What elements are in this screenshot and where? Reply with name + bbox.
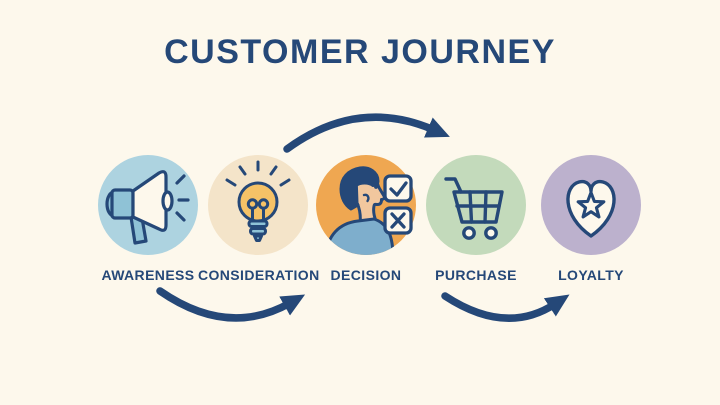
stage-label-consideration: CONSIDERATION xyxy=(198,267,320,283)
person-checklist-icon xyxy=(324,166,413,255)
decision-circle xyxy=(316,155,416,255)
lightbulb-icon xyxy=(225,160,291,242)
purchase-circle xyxy=(426,155,526,255)
stage-label-awareness: AWARENESS xyxy=(101,267,195,283)
page-title: CUSTOMER JOURNEY xyxy=(164,33,556,71)
stage-label-loyalty: LOYALTY xyxy=(558,267,624,283)
stage-label-purchase: PURCHASE xyxy=(435,267,517,283)
stage-purchase: PURCHASE xyxy=(416,155,536,283)
stage-awareness: AWARENESS xyxy=(88,155,208,283)
stage-consideration: CONSIDERATION xyxy=(198,155,320,283)
shopping-cart-icon xyxy=(444,177,504,240)
awareness-circle xyxy=(98,155,198,255)
megaphone-icon xyxy=(105,170,190,245)
stage-decision: DECISION xyxy=(306,155,426,283)
heart-star-icon xyxy=(566,179,616,238)
loyalty-circle xyxy=(541,155,641,255)
stage-loyalty: LOYALTY xyxy=(531,155,651,283)
stage-label-decision: DECISION xyxy=(330,267,402,283)
consideration-circle xyxy=(208,155,308,255)
